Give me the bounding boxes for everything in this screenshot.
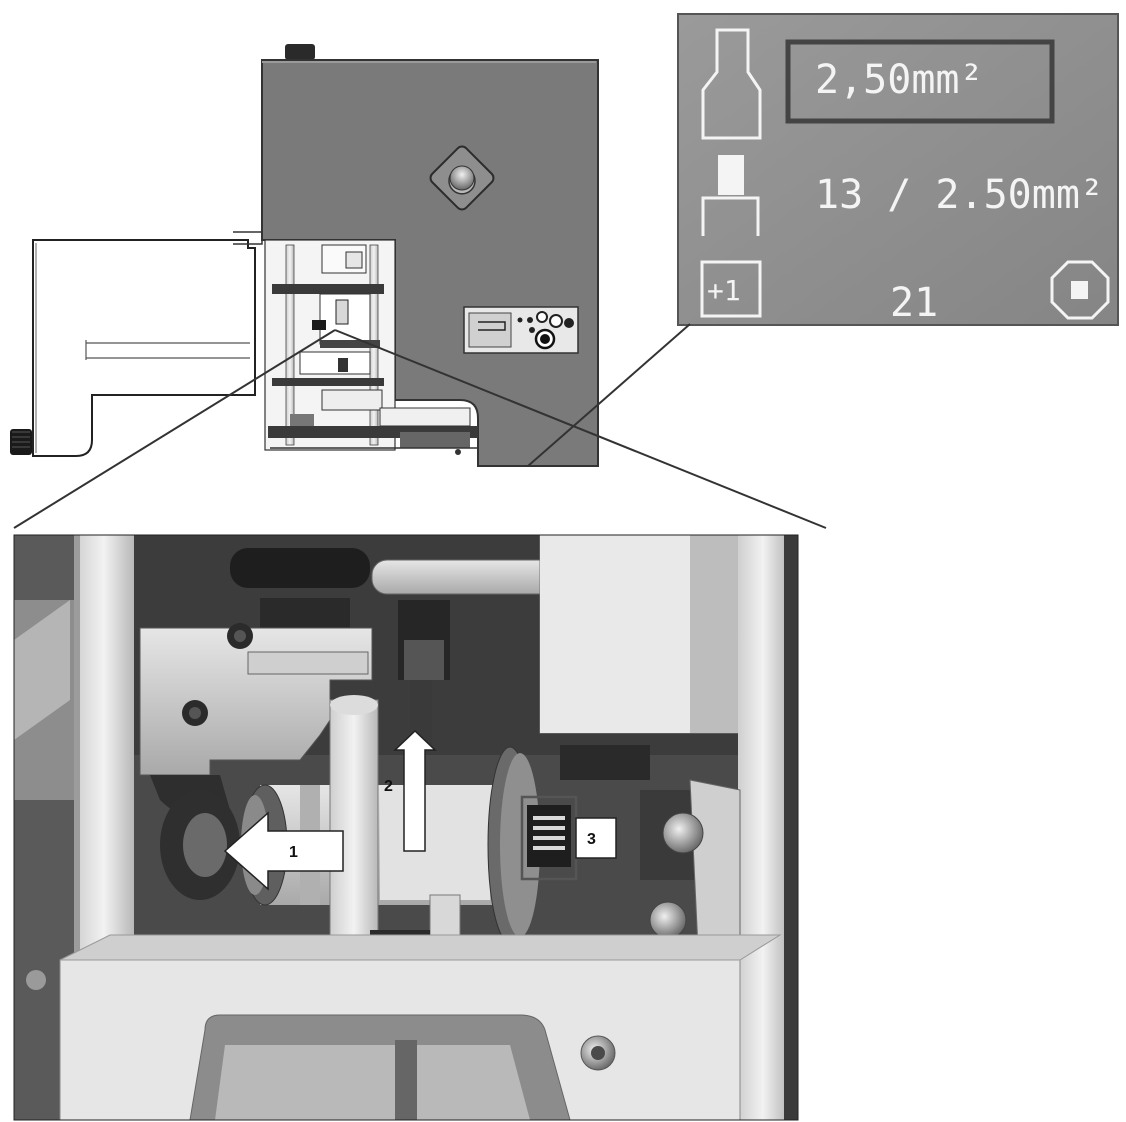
housing-button <box>429 145 495 211</box>
callout-label-2: 2 <box>384 778 393 795</box>
callout-label-1: 1 <box>289 844 298 861</box>
increment-icon: +1 <box>700 260 762 318</box>
stop-icon <box>1050 260 1110 320</box>
feed-tray <box>10 231 263 457</box>
connector-panel <box>463 306 579 354</box>
terminal-info: 13 / 2.50mm² <box>815 172 1104 218</box>
callout-arrow-2: 2 <box>384 729 437 852</box>
lcd-leader-line <box>527 323 691 467</box>
ferrule-icon <box>701 28 762 140</box>
cross-section-value: 2,50mm² <box>815 57 984 103</box>
zoom-line-right <box>334 329 827 529</box>
crimp-terminal-icon <box>701 155 760 236</box>
zoom-line-left <box>13 329 336 529</box>
lcd-display: 2,50mm² 13 / 2.50mm² +1 21 <box>677 13 1119 326</box>
callout-marker-3: 3 <box>520 795 617 881</box>
callout-label-3: 3 <box>587 831 596 848</box>
machine-overview <box>10 44 599 467</box>
increment-label: +1 <box>707 274 741 307</box>
callout-arrow-1: 1 <box>223 811 344 891</box>
selection-frame <box>785 39 1055 124</box>
count-value: 21 <box>890 280 938 326</box>
top-cap <box>285 44 315 60</box>
